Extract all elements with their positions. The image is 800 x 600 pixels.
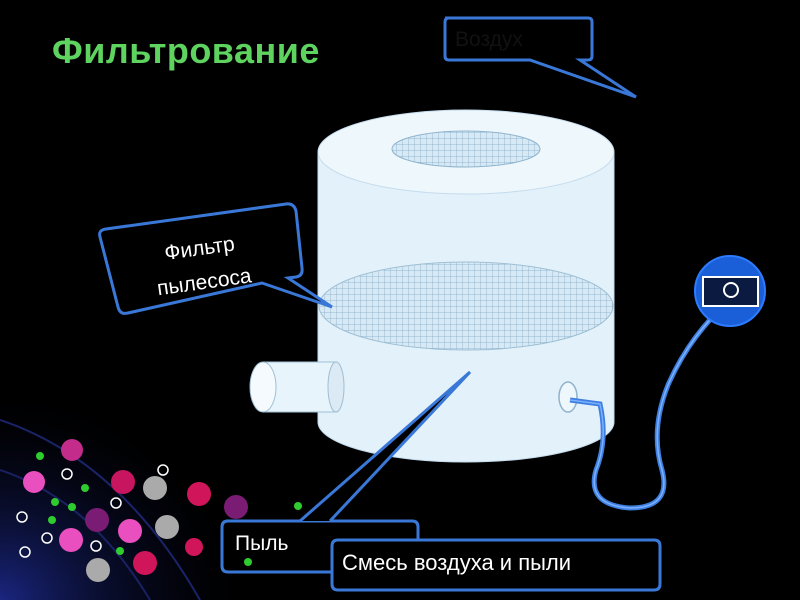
top-mesh-opening-icon — [391, 130, 541, 168]
label-air: Воздух — [455, 28, 523, 51]
filter-tank — [317, 109, 615, 463]
outlet-hole — [558, 381, 578, 413]
dust-particles-icon — [16, 439, 302, 582]
label-dust: Пыль — [235, 532, 289, 555]
motor-icon — [694, 255, 766, 327]
dust-pointer — [299, 370, 472, 523]
filter-mesh-icon — [318, 261, 614, 351]
callout-filter — [98, 202, 333, 315]
page-title: Фильтрование — [52, 30, 320, 71]
inlet-pipe-icon — [249, 361, 345, 413]
label-mixture: Смесь воздуха и пыли — [342, 550, 572, 575]
callout-air — [443, 16, 637, 99]
callout-mixture — [330, 538, 662, 592]
